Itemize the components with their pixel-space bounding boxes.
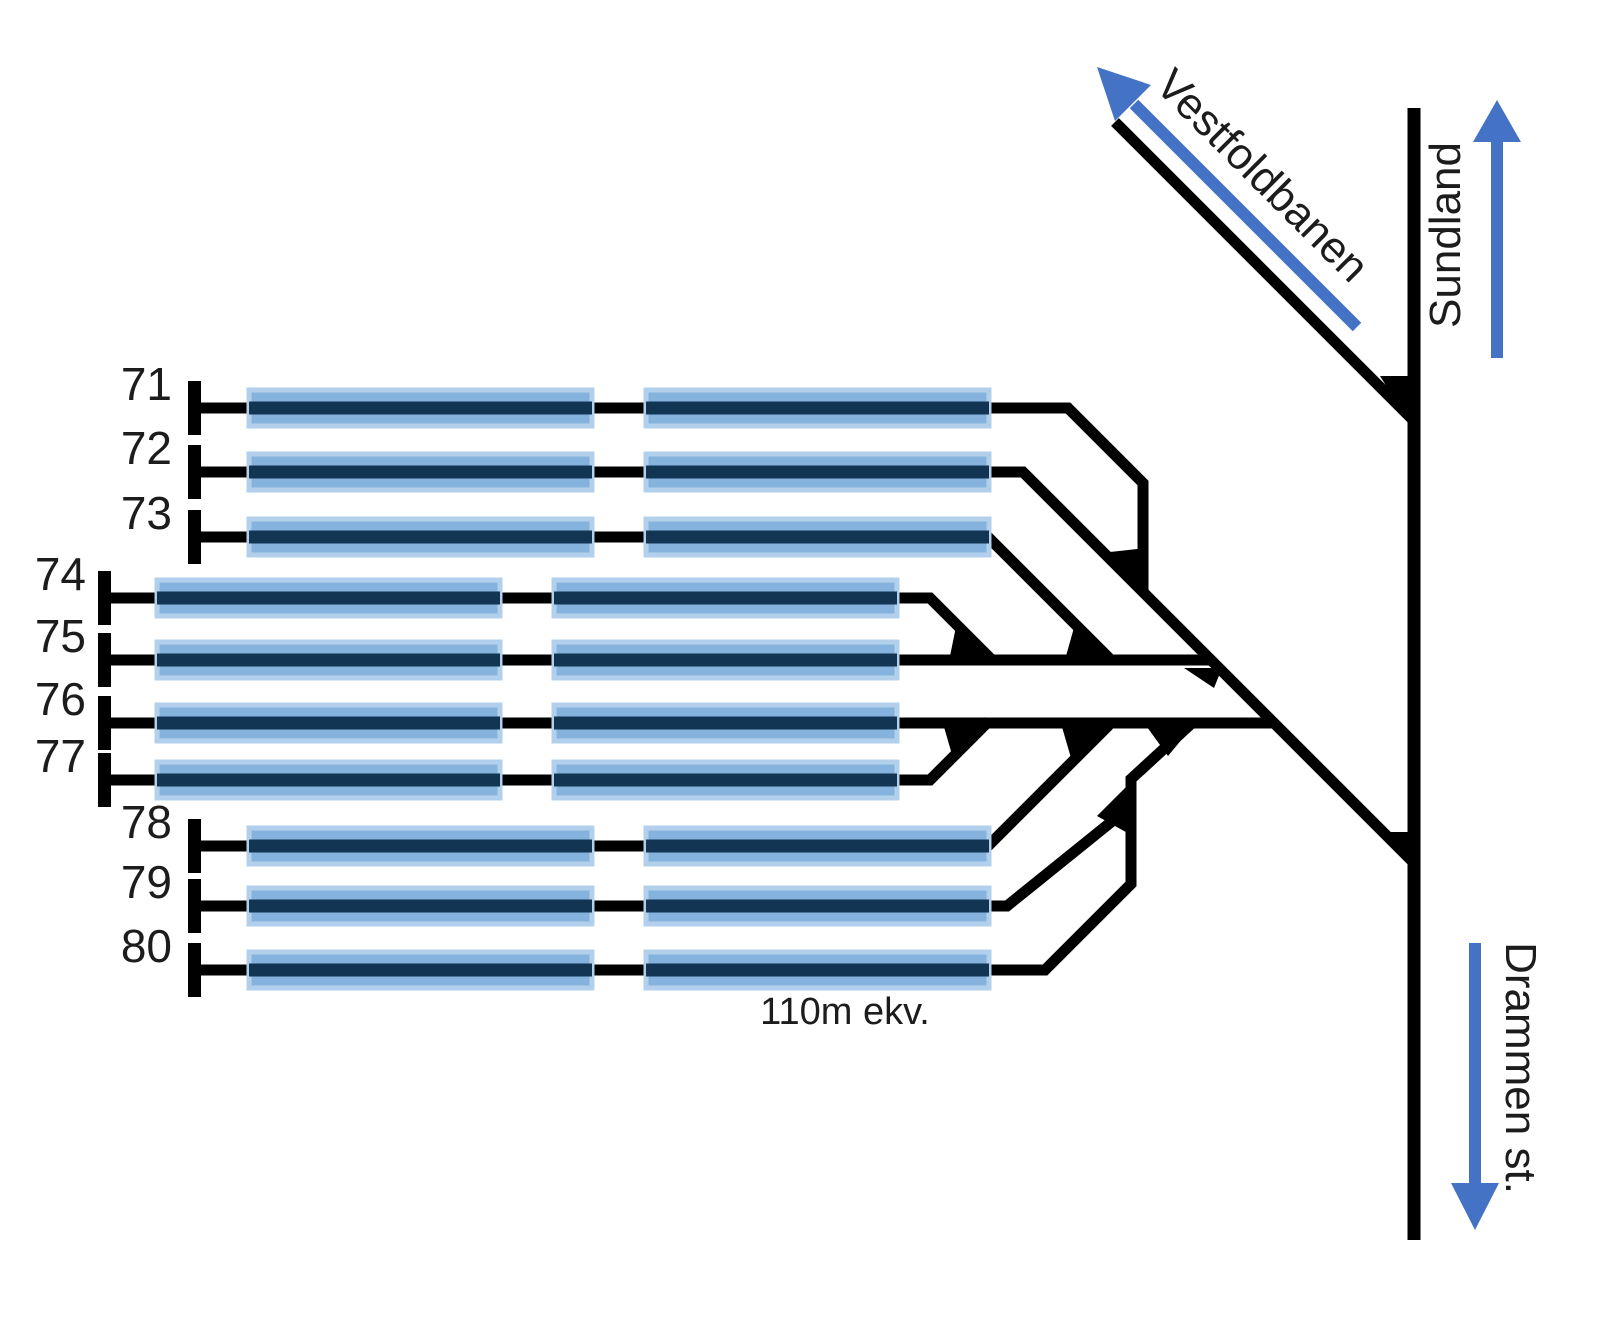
switch-wedge-vestfoldbanen [1380,376,1409,422]
track-80: 80 [121,718,1196,997]
buffer-stop-75 [98,633,111,687]
switch-wedge [1066,624,1109,656]
track-74: 74 [35,548,996,664]
buffer-stop-74 [98,571,111,625]
switch-wedge [1097,780,1133,836]
buffer-stop-80 [188,943,201,997]
switch-wedge [1110,548,1146,594]
track-number: 75 [35,610,86,662]
switch-wedge [944,727,987,758]
track-number: 72 [121,422,172,474]
buffer-stop-78 [188,819,201,873]
track-71: 71 [121,358,1418,867]
track-number: 74 [35,548,86,600]
drammen-label: Drammen st. [1496,942,1545,1194]
track-number: 78 [121,796,172,848]
track-number: 79 [121,856,172,908]
arrow-shaft [1129,99,1362,332]
switch-wedges [944,548,1409,858]
sundland-label: Sundland [1421,142,1470,328]
track-75: 75 [35,610,1213,687]
arrow-up-icon [1473,100,1521,142]
track-79: 79 [121,801,1135,933]
length-note: 110m ekv. [760,991,930,1033]
sundland-arrow [1473,100,1521,358]
arrow-up-left-icon [1097,67,1151,121]
buffer-stop-76 [98,696,111,750]
drammen-arrow [1451,943,1499,1230]
arrow-down-icon [1451,1183,1499,1230]
track-number: 80 [121,920,172,972]
buffer-stop-72 [188,445,201,499]
track-76: 76 [35,673,1276,750]
track-number: 73 [121,487,172,539]
track-number: 77 [35,730,86,782]
track-72: 72 [121,422,1146,595]
buffer-stop-71 [188,381,201,435]
vestfoldbanen-line [1111,118,1418,425]
track-78: 78 [121,721,1113,873]
buffer-stop-73 [188,510,201,564]
vestfoldbanen-arrow [1097,67,1362,332]
vestfoldbanen-track [1111,118,1418,425]
track-number: 76 [35,673,86,725]
buffer-stop-79 [188,879,201,933]
switch-wedge [1062,727,1105,758]
vestfoldbanen-label: Vestfoldbanen [1146,60,1378,292]
buffer-stop-77 [98,753,111,807]
switch-wedge [1184,668,1222,688]
switch-wedge [950,622,992,656]
switch-wedge [1386,832,1409,858]
track-number: 71 [121,358,172,410]
switch-wedge [1147,727,1192,756]
track-73: 73 [121,487,1113,662]
